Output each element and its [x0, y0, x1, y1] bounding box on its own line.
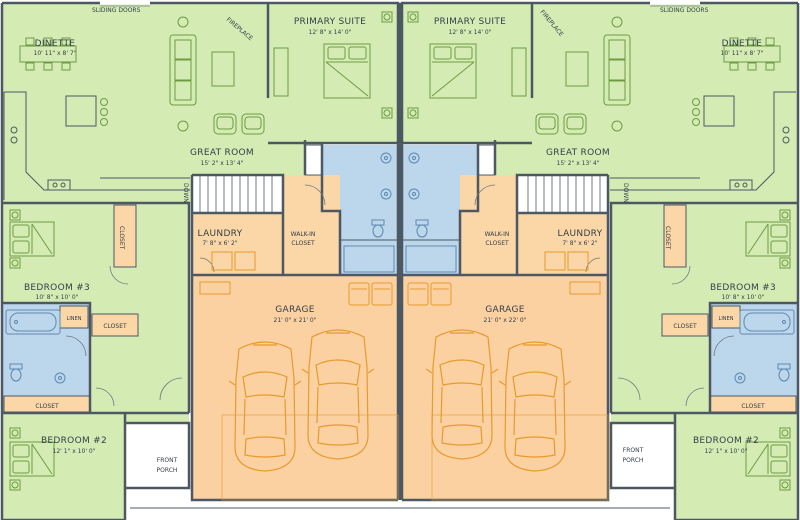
stair-hall-area [192, 143, 305, 175]
coffee-table [211, 51, 235, 87]
great-room-name-right: GREAT ROOM [546, 148, 610, 158]
bedroom3-closet-fill [114, 205, 136, 267]
dinette-name-right: DINETTE [722, 39, 763, 49]
kitchen-counters [3, 91, 190, 200]
bedroom3-closet-label-right: CLOSET [664, 226, 671, 250]
linen-label: LINEN [67, 316, 82, 322]
bedroom2-name: BEDROOM #2 [41, 436, 107, 446]
bath-closet-fill [4, 396, 90, 412]
hall-closet-fill [92, 314, 138, 336]
dinette-dim: 10' 11" x 8' 7" [34, 50, 77, 57]
linen-fill [60, 306, 88, 328]
shower [343, 245, 395, 273]
kitchen-area [2, 163, 192, 203]
walkin-closet-label-1-right: WALK-IN [485, 231, 510, 238]
bedroom2-dim: 12' 1" x 10' 0" [53, 448, 96, 455]
bedroom2-name-right: BEDROOM #2 [693, 436, 759, 446]
laundry-name-right: LAUNDRY [558, 229, 603, 239]
unit-left: SLIDING DOORS FIREPLACE DINETTE 10' 11" … [0, 1, 400, 520]
front-porch-area [125, 423, 189, 488]
garage-name: GARAGE [275, 305, 314, 315]
garage-door-outline [221, 414, 399, 501]
hall-lower-area [125, 413, 189, 423]
stairs-down-label-right: DOWN [622, 183, 629, 203]
laundry-dim-right: 7' 8" x 6' 2" [562, 240, 598, 247]
bedroom2-bed [9, 441, 55, 477]
primary-bath-lower [340, 211, 398, 275]
garage-dim-right: 21' 0" x 22' 0" [484, 317, 527, 324]
hall-closet-label: CLOSET [103, 323, 127, 330]
stairs [191, 174, 273, 214]
doors [65, 1, 326, 407]
lamp-table [177, 16, 189, 28]
garage-name-right: GARAGE [485, 305, 524, 315]
great-room-name: GREAT ROOM [190, 148, 254, 158]
walkin-closet-area [283, 175, 340, 275]
sliding-doors-label: SLIDING DOORS [92, 7, 141, 14]
great-room-dim-right: 15' 2" x 13' 4" [557, 160, 600, 167]
primary-suite-dim-right: 12' 8" x 14' 0" [449, 29, 492, 36]
sliding-doors-label-right: SLIDING DOORS [660, 7, 709, 14]
dresser [273, 47, 289, 97]
front-porch-label-1-right: FRONT [623, 447, 644, 454]
garage-area [192, 275, 398, 500]
great-room-area [2, 3, 268, 163]
dinette-dim-right: 10' 11" x 8' 7" [721, 50, 764, 57]
great-room-dim: 15' 2" x 13' 4" [201, 160, 244, 167]
hall-closet-label-right: CLOSET [673, 323, 697, 330]
primary-suite-dim: 12' 8" x 14' 0" [309, 29, 352, 36]
bedroom3-dim: 10' 8" x 10' 0" [36, 294, 79, 301]
bedroom3-closet-label: CLOSET [118, 226, 125, 250]
walkin-closet-label-2-right: CLOSET [485, 240, 509, 247]
laundry-name: LAUNDRY [198, 229, 243, 239]
garage-dim: 21' 0" x 21' 0" [274, 317, 317, 324]
walkin-closet-label-1: WALK-IN [291, 231, 316, 238]
primary-suite-name-right: PRIMARY SUITE [434, 17, 506, 27]
laundry-dim: 7' 8" x 6' 2" [202, 240, 238, 247]
linen-label-right: LINEN [719, 316, 734, 322]
stairs-down-label: DOWN [182, 183, 189, 203]
front-porch-label-2-right: PORCH [623, 457, 644, 464]
dinette-name: DINETTE [35, 39, 76, 49]
bedroom3-name-right: BEDROOM #3 [710, 283, 776, 293]
primary-suite-name: PRIMARY SUITE [294, 17, 366, 27]
primary-bed [323, 43, 371, 99]
lamp-table [177, 120, 189, 132]
front-porch-label-2: PORCH [157, 467, 178, 474]
bedroom2-dim-right: 12' 1" x 10' 0" [705, 448, 748, 455]
bedroom3-bed [9, 221, 55, 257]
walkin-closet-label-2: CLOSET [291, 240, 315, 247]
bedroom3-dim-right: 10' 8" x 10' 0" [722, 294, 765, 301]
bedroom3-name: BEDROOM #3 [24, 283, 90, 293]
bath-closet-label: CLOSET [35, 403, 59, 410]
bath-closet-label-right: CLOSET [741, 403, 765, 410]
unit-right: SLIDING DOORS FIREPLACE DINETTE 10' 11" … [400, 1, 800, 520]
front-porch-label-1: FRONT [157, 457, 178, 464]
laundry-area [192, 213, 283, 275]
garage-step [199, 281, 231, 295]
